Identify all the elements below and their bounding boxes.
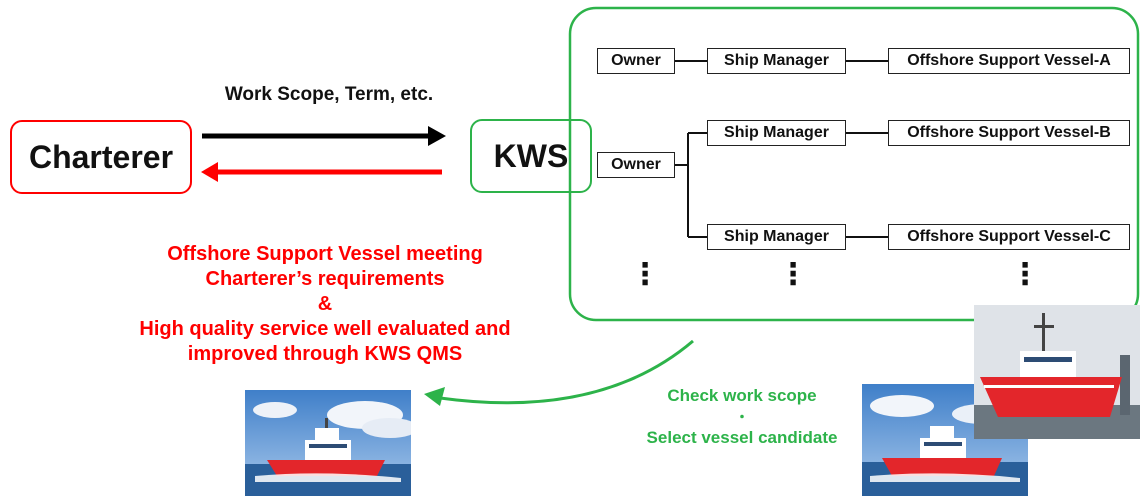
kws-label: KWS bbox=[493, 137, 569, 174]
ship-manager-box-b: Ship Manager bbox=[707, 120, 846, 146]
vessel-b-label: Offshore Support Vessel-B bbox=[907, 124, 1111, 141]
ship-manager-b-label: Ship Manager bbox=[724, 124, 829, 141]
owner-box-a: Owner bbox=[597, 48, 675, 74]
ellipsis-manager: ⋮ bbox=[778, 258, 808, 291]
selection-arrow bbox=[439, 339, 694, 405]
vessel-box-a: Offshore Support Vessel-A bbox=[888, 48, 1130, 74]
charterer-label: Charterer bbox=[28, 138, 174, 175]
ship-manager-box-c: Ship Manager bbox=[707, 224, 846, 250]
ship-manager-a-label: Ship Manager bbox=[724, 52, 829, 69]
vessel-c-label: Offshore Support Vessel-C bbox=[907, 228, 1111, 245]
owner-bc-label: Owner bbox=[611, 156, 661, 173]
candidate-vessel-photo-2 bbox=[974, 305, 1140, 439]
owner-a-label: Owner bbox=[611, 52, 661, 69]
vessel-a-label: Offshore Support Vessel-A bbox=[907, 52, 1111, 69]
response-description: Offshore Support Vessel meeting Chartere… bbox=[90, 242, 560, 367]
ellipsis-owner: ⋮ bbox=[630, 258, 660, 291]
network-container bbox=[568, 6, 1140, 322]
ship-manager-c-label: Ship Manager bbox=[724, 228, 829, 245]
vessel-box-b: Offshore Support Vessel-B bbox=[888, 120, 1130, 146]
selection-steps: Check work scope ・ Select vessel candida… bbox=[622, 383, 862, 451]
ship-manager-box-a: Ship Manager bbox=[707, 48, 846, 74]
response-arrow-head bbox=[201, 162, 218, 182]
kws-node: KWS bbox=[470, 119, 592, 193]
step-separator-dot: ・ bbox=[735, 409, 749, 425]
selection-arrow-head bbox=[424, 387, 445, 406]
select-vessel-text: Select vessel candidate bbox=[646, 428, 838, 447]
response-line-4: High quality service well evaluated and bbox=[139, 318, 511, 340]
response-line-2: Charterer’s requirements bbox=[205, 268, 445, 290]
ellipsis-vessel: ⋮ bbox=[1010, 258, 1040, 291]
request-label: Work Scope, Term, etc. bbox=[224, 84, 434, 105]
request-arrow-head bbox=[428, 126, 446, 146]
charterer-node: Charterer bbox=[10, 120, 192, 194]
vessel-box-c: Offshore Support Vessel-C bbox=[888, 224, 1130, 250]
response-line-3: & bbox=[317, 293, 333, 315]
selected-vessel-photo bbox=[245, 390, 411, 496]
response-line-5: improved through KWS QMS bbox=[187, 343, 463, 365]
check-work-scope-text: Check work scope bbox=[667, 386, 817, 405]
response-line-1: Offshore Support Vessel meeting bbox=[167, 243, 483, 265]
owner-box-bc: Owner bbox=[597, 152, 675, 178]
